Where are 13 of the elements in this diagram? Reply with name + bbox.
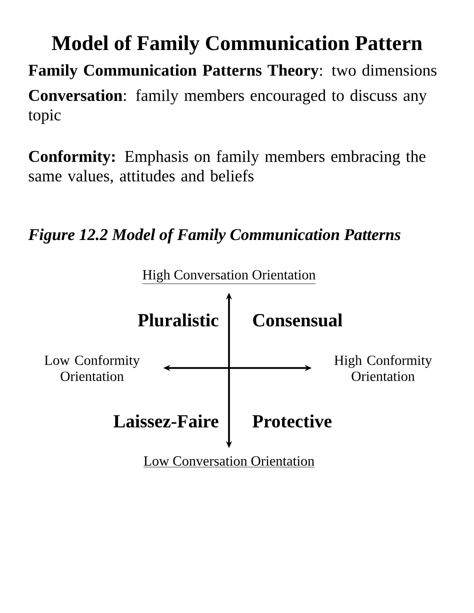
quadrant-label: Laissez-Faire: [114, 414, 218, 428]
quadrant-label: Protective: [252, 414, 332, 428]
quadrant-label: Consensual: [253, 313, 342, 327]
text-paragraph: Conversation: family members encouraged to discuss any topic: [28, 89, 427, 124]
axis-label: High Conversation Orientation: [142, 270, 316, 284]
title: Model of Family Communication Pattern: [52, 35, 422, 55]
text-paragraph: Family Communication Patterns Theory: two dimensions: [28, 64, 436, 80]
quadrant-label: Pluralistic: [138, 313, 218, 327]
text-paragraph: Conformity: Emphasis on family members embracing the same values, attitudes and beliefs: [28, 150, 426, 184]
axis-label: Low Conversation Orientation: [143, 456, 315, 468]
axis-label: Low Conformity Orientation: [44, 355, 140, 381]
figure-caption: Figure 12.2 Model of Family Communication Patterns: [28, 228, 400, 244]
axis-label: High Conformity Orientation: [334, 355, 432, 381]
